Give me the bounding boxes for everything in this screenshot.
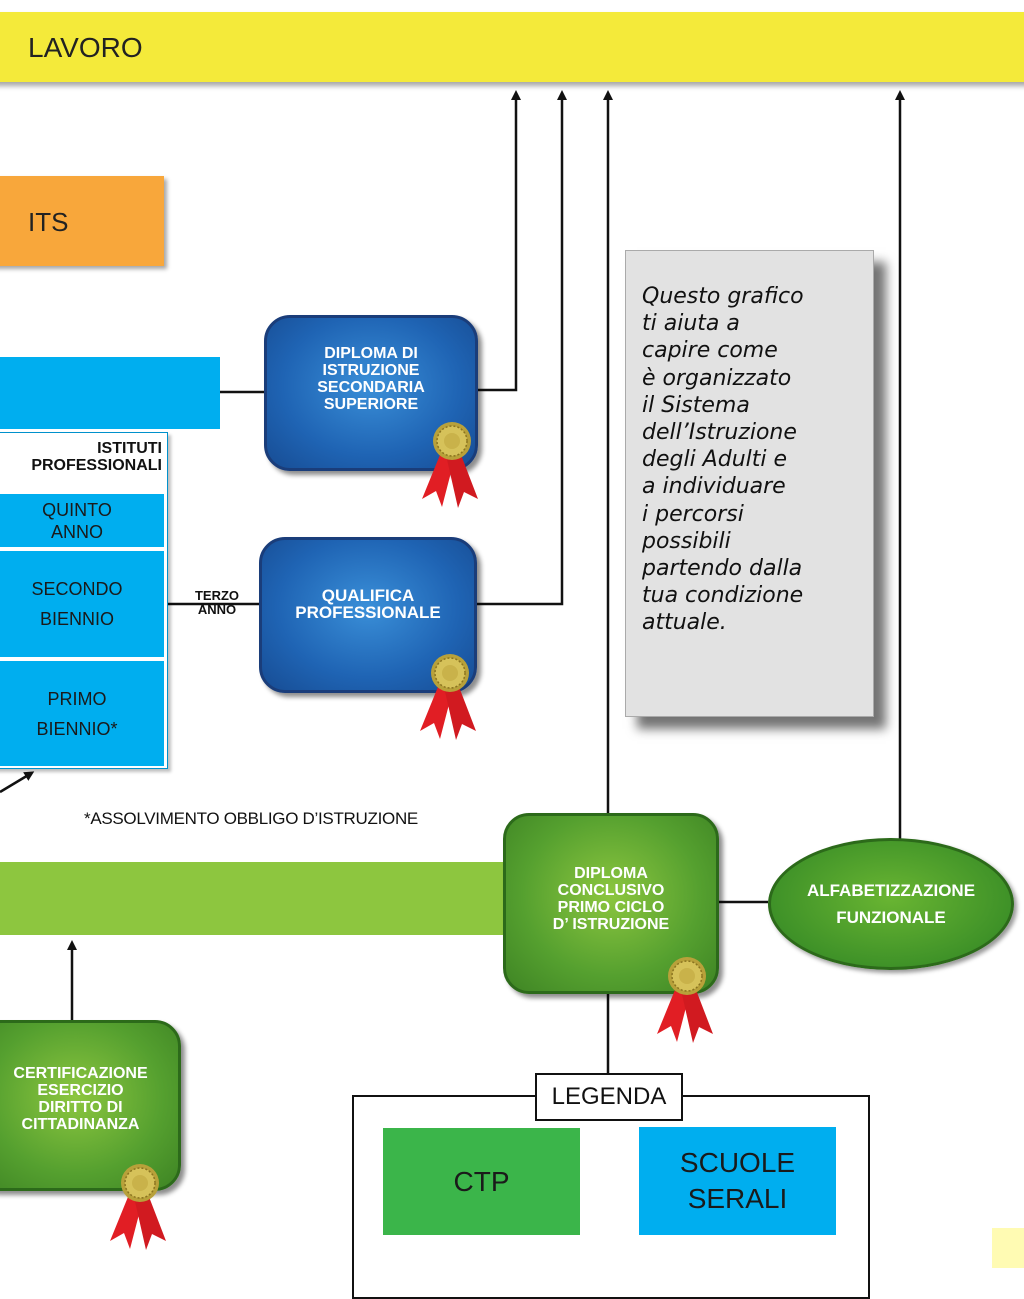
diploma-primo-ciclo-label: DIPLOMA CONCLUSIVO PRIMO CICLO D’ ISTRUZ… (552, 864, 670, 933)
qualifica-professionale-badge: QUALIFICA PROFESSIONALE (259, 537, 477, 693)
terzo-anno-label: TERZO ANNO (189, 589, 245, 617)
legenda-ctp-label: CTP (453, 1165, 510, 1197)
alfabetizzazione-ellipse: ALFABETIZZAZIONE FUNZIONALE (768, 838, 1014, 970)
primo-biennio-label: PRIMO BIENNIO* (36, 688, 118, 739)
info-note-box (625, 250, 874, 717)
primo-ciclo-bar (0, 862, 510, 935)
lavoro-label: LAVORO (28, 32, 143, 63)
legenda-ctp: CTP (383, 1128, 580, 1235)
assolvimento-note: *ASSOLVIMENTO OBBLIGO D’ISTRUZIONE (84, 809, 418, 828)
lavoro-bar: LAVORO (0, 12, 1024, 82)
certificazione-label: CERTIFICAZIONE ESERCIZIO DIRITTO DI CITT… (13, 1064, 148, 1133)
its-box: ITS (0, 176, 164, 266)
legenda-title: LEGENDA (535, 1073, 683, 1121)
qualifica-label: QUALIFICA PROFESSIONALE (295, 586, 441, 622)
secondo-biennio-label: SECONDO BIENNIO (31, 579, 123, 629)
legenda-scuole-serali: SCUOLE SERALI (639, 1127, 836, 1235)
alfabetizzazione-label: ALFABETIZZAZIONE FUNZIONALE (806, 881, 976, 927)
diploma-secondaria-badge: DIPLOMA DI ISTRUZIONE SECONDARIA SUPERIO… (264, 315, 478, 471)
istituti-title-line1: ISTITUTI (97, 440, 162, 457)
arrow-qualifica-to-lavoro (471, 90, 567, 606)
diploma-secondaria-label: DIPLOMA DI ISTRUZIONE SECONDARIA SUPERIO… (317, 345, 425, 413)
arrow-to-istituti (0, 771, 35, 794)
connector-lines (0, 90, 905, 1073)
info-note-text: Questo grafico ti aiuta a capire come è … (642, 284, 804, 636)
scuole-serali-header (0, 357, 220, 429)
istituti-title-line2: PROFESSIONALI (31, 457, 162, 474)
quinto-anno-cell: QUINTO ANNO (0, 494, 164, 547)
corner-tab (992, 1228, 1024, 1268)
diploma-primo-ciclo-badge: DIPLOMA CONCLUSIVO PRIMO CICLO D’ ISTRUZ… (503, 813, 719, 994)
certificazione-badge: CERTIFICAZIONE ESERCIZIO DIRITTO DI CITT… (0, 1020, 181, 1191)
its-label: ITS (28, 207, 69, 237)
terzo-anno-text: TERZO ANNO (194, 588, 240, 617)
primo-biennio-cell: PRIMO BIENNIO* (0, 661, 164, 766)
legenda-serali-label: SCUOLE SERALI (679, 1147, 796, 1214)
quinto-anno-label: QUINTO ANNO (42, 499, 112, 542)
istituti-title: ISTITUTI PROFESSIONALI (0, 440, 162, 474)
arrow-diploma-to-lavoro (472, 90, 521, 392)
secondo-biennio-cell: SECONDO BIENNIO (0, 551, 164, 657)
